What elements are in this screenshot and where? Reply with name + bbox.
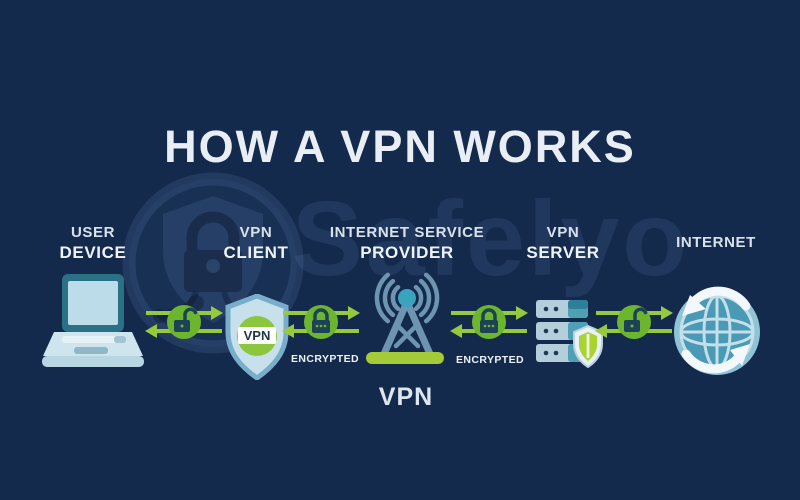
vpn-badge: VPN [244,328,271,343]
label-line1: USER [70,224,116,241]
label-line1: INTERNET SERVICE [329,224,485,241]
encrypted-label: ENCRYPTED [456,354,524,366]
laptop-icon [42,274,144,367]
connector-locked [450,305,528,339]
globe-icon [674,286,760,375]
label-line1: INTERNET [676,234,756,251]
label-internet-service-provider: INTERNET SERVICE PROVIDER [330,224,484,263]
label-vpn-server: VPN SERVER [526,224,599,263]
label-internet: INTERNET [676,234,756,252]
lock-locked-icon [472,305,506,339]
server-shield-icon [573,324,603,369]
antenna-tower-icon [366,272,444,364]
sync-arrows-icon [681,286,751,374]
lock-unlocked-icon [167,305,201,339]
tower-caption: VPN [378,383,434,411]
encrypted-label: ENCRYPTED [291,353,359,365]
vpn-client-shield-icon: VPN [225,294,289,380]
lock-locked-icon [304,305,338,339]
server-unit [536,300,588,318]
label-line2: CLIENT [223,243,289,262]
server-stack-icon [536,300,603,369]
label-line1: VPN [546,224,580,241]
page-title: HOW A VPN WORKS [164,121,636,172]
connector-unlocked [595,305,673,339]
label-line2: PROVIDER [360,243,454,262]
label-line2: SERVER [526,243,600,262]
watermark-brand: Safelyo [292,180,691,298]
connector-unlocked [145,305,223,339]
label-user-device: USER DEVICE [60,224,127,263]
lock-unlocked-icon [617,305,651,339]
label-vpn-client: VPN CLIENT [224,224,289,263]
label-line1: VPN [239,224,273,241]
connector-locked [282,305,360,339]
label-line2: DEVICE [59,243,127,262]
